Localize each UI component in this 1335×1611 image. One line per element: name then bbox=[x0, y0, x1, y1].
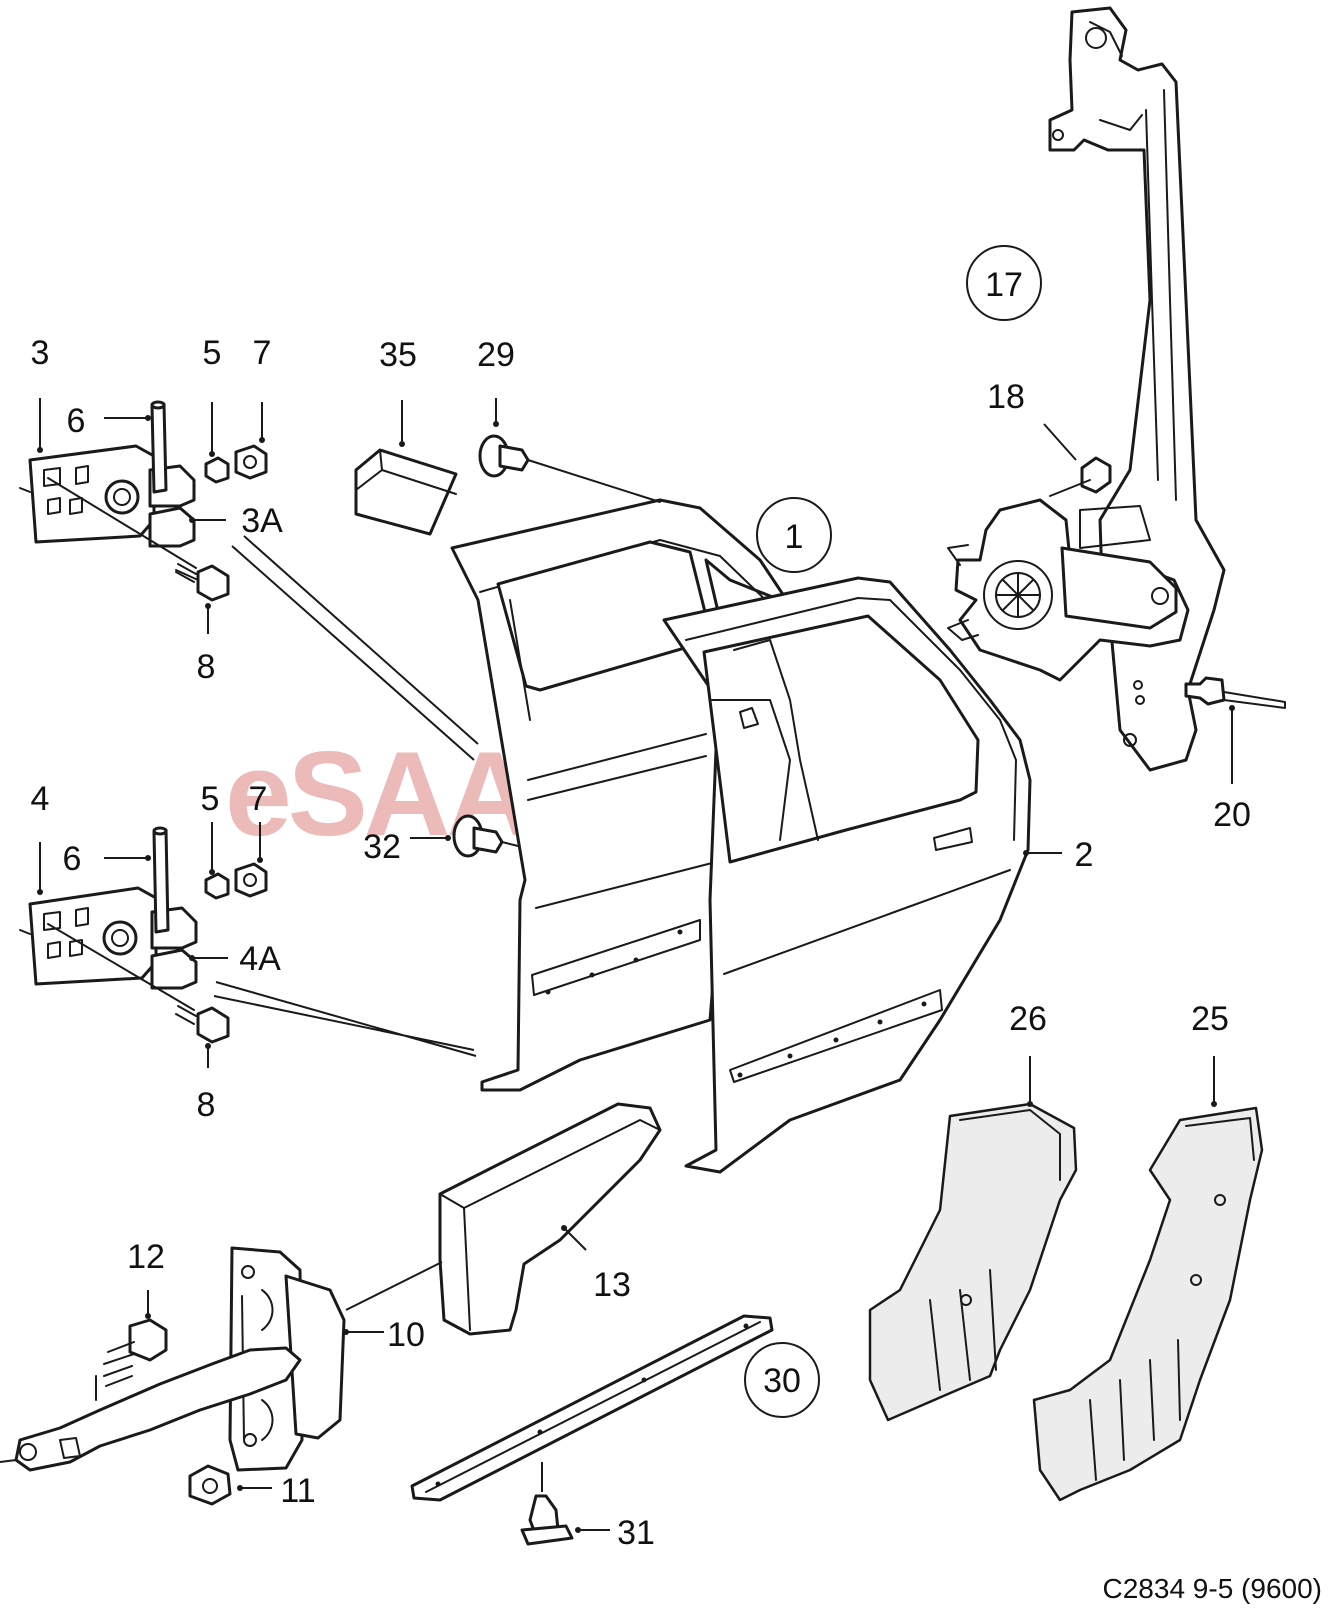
door-clip-lower-part[interactable] bbox=[452, 814, 519, 858]
label-7-upper: 7 bbox=[253, 334, 272, 372]
hinge-upper-guide bbox=[231, 535, 479, 761]
label-26: 26 bbox=[1009, 1000, 1047, 1038]
label-6-lower: 6 bbox=[63, 840, 82, 878]
label-4A: 4A bbox=[239, 940, 281, 978]
label-5-upper: 5 bbox=[203, 334, 222, 372]
hinge-bushing-part[interactable] bbox=[204, 456, 230, 484]
label-3: 3 bbox=[31, 334, 50, 372]
door-trim-panel-part[interactable] bbox=[438, 1102, 662, 1336]
callout-ring-1 bbox=[756, 497, 832, 573]
hinge-lower-guide bbox=[213, 981, 477, 1057]
foam-pad-part[interactable] bbox=[354, 448, 458, 536]
label-3A: 3A bbox=[241, 502, 283, 540]
label-35: 35 bbox=[379, 336, 417, 374]
label-17: 17 bbox=[985, 266, 1023, 304]
label-8-upper: 8 bbox=[197, 648, 216, 686]
front-door-shell-part[interactable] bbox=[662, 576, 1032, 1174]
hinge-bushing-lower-part[interactable] bbox=[204, 872, 230, 900]
leader-13 bbox=[563, 1227, 587, 1251]
sound-insulation-front-part[interactable] bbox=[1032, 1106, 1264, 1502]
diagram-code: C2834 9-5 (9600) bbox=[1103, 1573, 1322, 1604]
callout-ring-30 bbox=[744, 1342, 820, 1418]
check-bolt-part[interactable] bbox=[95, 1318, 168, 1401]
motor-screw-part[interactable] bbox=[1049, 456, 1112, 497]
upper-hinge-part[interactable] bbox=[19, 400, 196, 548]
label-5-lower: 5 bbox=[201, 780, 220, 818]
bolt-axis-upper bbox=[47, 477, 197, 569]
label-7-lower: 7 bbox=[249, 780, 268, 818]
label-31: 31 bbox=[617, 1514, 655, 1552]
label-32: 32 bbox=[363, 828, 401, 866]
label-8-lower: 8 bbox=[197, 1086, 216, 1124]
label-12: 12 bbox=[127, 1238, 165, 1276]
hinge-bolt-part[interactable] bbox=[175, 563, 230, 602]
window-regulator-part[interactable] bbox=[947, 6, 1226, 772]
callout-ring-17 bbox=[966, 245, 1042, 321]
label-30: 30 bbox=[763, 1362, 801, 1400]
hinge-nut-lower-part[interactable] bbox=[234, 862, 268, 898]
label-4: 4 bbox=[31, 780, 50, 818]
guide-pin-part[interactable] bbox=[1184, 676, 1286, 709]
label-25: 25 bbox=[1191, 1000, 1229, 1038]
label-13: 13 bbox=[593, 1266, 631, 1304]
sill-seal-strip-part[interactable] bbox=[410, 1314, 774, 1502]
label-2: 2 bbox=[1075, 836, 1094, 874]
label-20: 20 bbox=[1213, 796, 1251, 834]
hinge-bolt-lower-part[interactable] bbox=[175, 1005, 230, 1044]
trim-to-check-line bbox=[345, 1261, 443, 1311]
leader-18 bbox=[1043, 423, 1077, 461]
label-10: 10 bbox=[387, 1316, 425, 1354]
sill-clip-part[interactable] bbox=[520, 1494, 574, 1546]
hinge-nut-part[interactable] bbox=[234, 444, 268, 480]
door-clip-upper-part[interactable] bbox=[478, 434, 661, 503]
label-11: 11 bbox=[280, 1472, 315, 1510]
check-nut-part[interactable] bbox=[188, 1464, 232, 1506]
sound-insulation-rear-part[interactable] bbox=[868, 1102, 1078, 1422]
label-29: 29 bbox=[477, 336, 515, 374]
bolt-axis-lower bbox=[47, 923, 195, 1011]
label-1: 1 bbox=[785, 518, 804, 556]
lower-hinge-part[interactable] bbox=[19, 826, 198, 990]
label-18: 18 bbox=[987, 378, 1025, 416]
label-6-upper: 6 bbox=[67, 402, 86, 440]
door-check-part[interactable] bbox=[0, 1246, 346, 1472]
